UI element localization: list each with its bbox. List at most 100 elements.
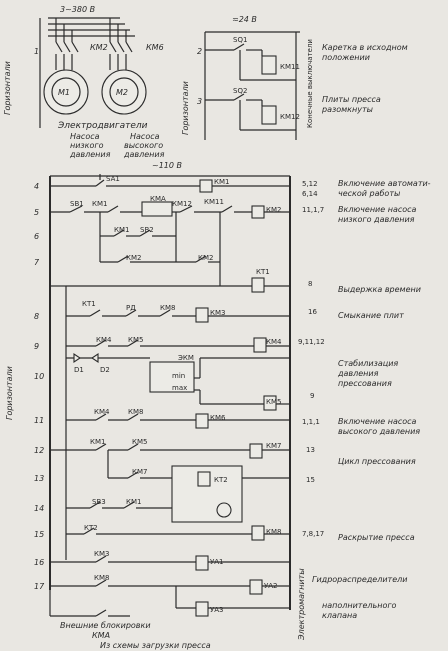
coil-km2-label: КМ2 (266, 206, 281, 214)
desc-11a: Включение насоса (338, 417, 417, 426)
ext-block-label: Внешние блокировки (60, 621, 151, 630)
ref-11: 1,1,1 (302, 418, 320, 426)
motor2-desc-1: Насоса (130, 132, 160, 141)
dc24-row-num-2: 2 (197, 47, 202, 56)
desc-4b: ческой работы (338, 189, 400, 198)
dc24-desc-2b: положении (322, 53, 370, 62)
motor-section: 3~380 В Горизонтали 1 КМ2 КМ6 М1 М2 Элек… (3, 5, 165, 159)
d2-label: D2 (100, 366, 110, 374)
km12-coil-label: КМ12 (280, 113, 300, 121)
dc24-desc-3b: разомкнуты (321, 105, 373, 114)
desc-12: Цикл прессования (338, 457, 416, 466)
km1b-label: КМ1 (114, 226, 129, 234)
row-number: 7 (34, 258, 40, 267)
row-number: 13 (34, 474, 44, 483)
main-side-right-label: Электромагниты (297, 568, 306, 641)
motors-title: Электродвигатели (57, 121, 148, 131)
km6-contact-label: КМ6 (146, 43, 164, 52)
row-number: 11 (34, 416, 44, 425)
row-number: 10 (34, 372, 44, 381)
desc-4a: Включение автомати- (338, 179, 431, 188)
km12-contact-label: КМ12 (172, 200, 192, 208)
sq1-label: SQ1 (233, 36, 247, 44)
row-number: 17 (34, 582, 45, 591)
km4b-label: КМ4 (94, 408, 110, 416)
km11-contact-label: КМ11 (204, 198, 224, 206)
main-side-left-label: Горизонтали (5, 366, 14, 420)
coil-km6-label: КМ6 (210, 414, 226, 422)
ref-8: 16 (308, 308, 317, 316)
desc-15: Раскрытие пресса (338, 533, 415, 542)
ekm-label: ЭКМ (178, 354, 194, 362)
sb1-label: SB1 (70, 200, 84, 208)
row-number: 8 (34, 312, 39, 321)
dc24-row-num-3: 3 (197, 97, 202, 106)
coil-ya3-label: УА3 (210, 606, 224, 614)
km3-contact-label: КМ3 (94, 550, 109, 558)
sq2-label: SQ2 (233, 87, 247, 95)
dc24-section: ≂24 В Горизонтали Конечные выключатели 2… (181, 15, 408, 140)
ref-9: 9,11,12 (298, 338, 325, 346)
km2b-label: КМ2 (126, 254, 141, 262)
motor-m1-label: М1 (58, 88, 70, 97)
row-number: 5 (34, 208, 39, 217)
motor2-desc-2: высокого (124, 141, 163, 150)
km8-contact-label: КМ8 (160, 304, 175, 312)
desc-17a: наполнительного (322, 601, 397, 610)
kma-label: КМА (150, 195, 166, 203)
ref-4: 5,12 (302, 180, 318, 188)
coil-km3-label: КМ3 (210, 309, 225, 317)
motor-m2-label: М2 (116, 88, 128, 97)
coil-km8-label: КМ8 (266, 528, 281, 536)
km1a-label: КМ1 (92, 200, 107, 208)
ref-12: 13 (306, 446, 315, 454)
coil-km4-label: КМ4 (266, 338, 282, 346)
limit-switch-side-label: Конечные выключатели (306, 39, 314, 128)
coil-kt1-label: КТ1 (256, 268, 270, 276)
coil-km1-label: КМ1 (214, 178, 229, 186)
desc-10b: давления (337, 369, 379, 378)
ekm-min-label: min (172, 372, 185, 380)
km7-contact-label: КМ7 (132, 468, 147, 476)
motor1-desc-3: давления (69, 150, 111, 159)
ref-15: 7,8,17 (302, 530, 324, 538)
desc-16: Гидрораспределители (312, 575, 407, 584)
desc-5a: Включение насоса (338, 205, 417, 214)
coil-kt2-label: КТ2 (214, 476, 228, 484)
coil-km5-label: КМ5 (266, 398, 281, 406)
sa1-label: SA1 (106, 175, 120, 183)
rd-label: РД (126, 304, 136, 312)
km2c-label: КМ2 (198, 254, 213, 262)
desc-10c: прессования (338, 379, 392, 388)
row-number: 16 (34, 558, 44, 567)
motor1-desc-1: Насоса (70, 132, 100, 141)
motor-side-label: Горизонтали (3, 61, 12, 115)
km1c-label: КМ1 (90, 438, 105, 446)
motor2-desc-3: давления (123, 150, 165, 159)
line1-number: 1 (34, 47, 39, 56)
sb2-label: SB2 (140, 226, 154, 234)
from-scheme-label: Из схемы загрузки пресса (100, 641, 211, 650)
row-number: 9 (34, 342, 39, 351)
row-number: 12 (34, 446, 44, 455)
control-ladder: ~110 В Горизонтали Электромагниты 456789… (5, 161, 431, 650)
kt2b-label: КТ2 (84, 524, 98, 532)
desc-7: Выдержка времени (338, 285, 421, 294)
main-voltage-label: ~110 В (152, 161, 182, 170)
ref-7: 8 (308, 280, 312, 288)
row-number: 15 (34, 530, 44, 539)
kma-bottom-label: КМА (92, 631, 110, 640)
kt1-contact-label: КТ1 (82, 300, 96, 308)
motor1-desc-2: низкого (70, 141, 104, 150)
desc-5b: низкого давления (338, 215, 415, 224)
dc24-side-label: Горизонтали (181, 81, 190, 135)
row-number: 6 (34, 232, 39, 241)
ref-4b: 6,14 (302, 190, 318, 198)
km8b-label: КМ8 (128, 408, 143, 416)
desc-17b: клапана (322, 611, 357, 620)
desc-8: Смыкание плит (338, 311, 404, 320)
km5b-label: КМ5 (132, 438, 147, 446)
desc-11b: высокого давления (338, 427, 420, 436)
